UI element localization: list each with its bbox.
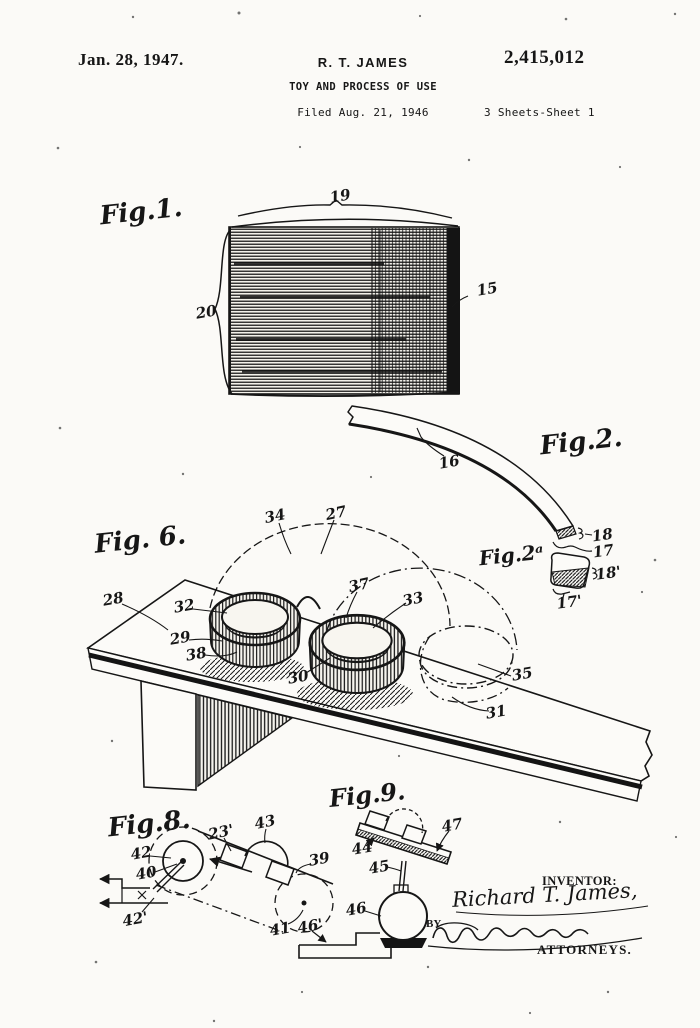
fig8-dome bbox=[244, 840, 289, 870]
ref-40: 40 bbox=[134, 862, 158, 883]
fig2a-drawing: Fig.2ᵃ 18' 17' bbox=[477, 540, 622, 613]
signature-flourishes bbox=[427, 905, 649, 951]
inventor-caption: INVENTOR: bbox=[542, 874, 617, 888]
ref-18: 18 bbox=[591, 525, 615, 546]
ref-39: 39 bbox=[307, 848, 331, 869]
fig6-ghost-coil bbox=[418, 625, 514, 685]
inventor-signature-underline bbox=[455, 905, 649, 916]
fig2-label: Fig.2. bbox=[537, 423, 623, 462]
fig6-arc-right bbox=[326, 567, 518, 651]
ref-23p: 23' bbox=[206, 821, 236, 844]
fig8-label: Fig.8. bbox=[105, 805, 191, 844]
fig9-block-1 bbox=[364, 810, 390, 831]
ref-27: 27 bbox=[323, 502, 349, 524]
ref-38: 38 bbox=[184, 643, 208, 664]
ref-32: 32 bbox=[172, 595, 196, 616]
fig1-label: Fig.1. bbox=[97, 193, 183, 232]
ref-44: 44 bbox=[350, 837, 374, 858]
fig9-stem bbox=[398, 860, 407, 892]
fig1-leader-15 bbox=[451, 295, 469, 308]
fig1-coil-crosslines bbox=[370, 228, 458, 393]
patent-number: 2,415,012 bbox=[504, 47, 585, 68]
fig2-strip-end-section bbox=[555, 525, 577, 540]
ref-31: 31 bbox=[484, 701, 508, 722]
fig9-dome-dashed bbox=[385, 808, 424, 834]
fig2-brace-17 bbox=[552, 541, 593, 552]
fig1-top-brace bbox=[237, 199, 453, 219]
ref-28: 28 bbox=[100, 588, 125, 610]
patent-date: Jan. 28, 1947. bbox=[78, 50, 184, 69]
ref-45: 45 bbox=[367, 856, 391, 877]
fig2a-brace-17p bbox=[552, 588, 571, 602]
ref-42p: 42' bbox=[121, 908, 149, 930]
attorney-signature bbox=[432, 927, 589, 944]
fig6-arc-left bbox=[209, 523, 451, 627]
attorneys-caption: ATTORNEYS. bbox=[537, 942, 632, 957]
fig2-drawing: Fig.2. 16 18 17 bbox=[347, 405, 624, 562]
fig6-travel-path bbox=[419, 635, 509, 704]
ref-41: 41 bbox=[268, 918, 292, 939]
ref-15: 15 bbox=[475, 278, 499, 299]
fig6-wedge bbox=[197, 694, 294, 788]
sheet-label: 3 Sheets-Sheet 1 bbox=[484, 106, 595, 119]
ref-37: 37 bbox=[347, 574, 372, 596]
fig1-coil-dark-edge bbox=[447, 228, 460, 394]
ref-43: 43 bbox=[253, 811, 277, 833]
ref-34: 34 bbox=[263, 505, 287, 527]
fig9-ball bbox=[378, 891, 428, 941]
ref-30: 30 bbox=[286, 666, 310, 687]
fig8-right-pulley bbox=[274, 873, 334, 933]
fig6-coil-arch bbox=[296, 596, 321, 610]
fig9-step bbox=[299, 932, 380, 946]
filed-date: Filed Aug. 21, 1946 bbox=[297, 106, 429, 119]
patent-title: TOY AND PROCESS OF USE bbox=[289, 81, 437, 93]
fig9-ball-base bbox=[380, 938, 427, 948]
fig1-left-brace bbox=[214, 228, 233, 395]
ref-17: 17 bbox=[592, 541, 616, 562]
by-label: BY bbox=[426, 918, 442, 930]
fig8-package-1 bbox=[219, 843, 249, 869]
ref-33: 33 bbox=[401, 588, 425, 610]
fig2a-segment-section bbox=[551, 567, 590, 588]
fig2a-label: Fig.2ᵃ bbox=[477, 540, 545, 571]
fig2-leader-16 bbox=[416, 427, 445, 457]
ref-19: 19 bbox=[328, 185, 352, 206]
fig8-left-pulley-outer bbox=[148, 826, 218, 896]
fig9-block-2 bbox=[401, 824, 427, 845]
ref-29: 29 bbox=[167, 627, 192, 649]
ref-46: 46 bbox=[344, 898, 368, 919]
ref-42: 42 bbox=[129, 842, 153, 863]
fig8-package-2 bbox=[265, 860, 295, 886]
fig6-leg bbox=[140, 679, 197, 791]
ref-46p: 46' bbox=[296, 915, 324, 937]
fig1-drawing: Fig.1. 19 20 15 bbox=[97, 185, 499, 397]
ref-35: 35 bbox=[510, 663, 534, 684]
fig9-label: Fig.9. bbox=[327, 776, 407, 813]
fig6-label: Fig. 6. bbox=[92, 520, 187, 560]
ref-20: 20 bbox=[193, 301, 218, 323]
ref-18p: 18' bbox=[594, 562, 622, 583]
ref-17p: 17' bbox=[555, 591, 583, 612]
ref-47: 47 bbox=[440, 814, 464, 835]
fig8-belt-bottom bbox=[155, 884, 284, 933]
fig8-drawing: Fig.8. 42 40 42' 23' 43 39 41 46' bbox=[98, 805, 334, 943]
fig6-drawing: Fig. 6. 34 27 28 32 29 38 37 33 30 35 31 bbox=[86, 502, 653, 802]
fig6-coil-right bbox=[308, 613, 406, 695]
fig8-crank-rod bbox=[152, 861, 185, 893]
scan-specks bbox=[56, 11, 678, 1023]
ref-16: 16 bbox=[437, 451, 461, 472]
inventor-name: R. T. JAMES bbox=[317, 55, 409, 70]
